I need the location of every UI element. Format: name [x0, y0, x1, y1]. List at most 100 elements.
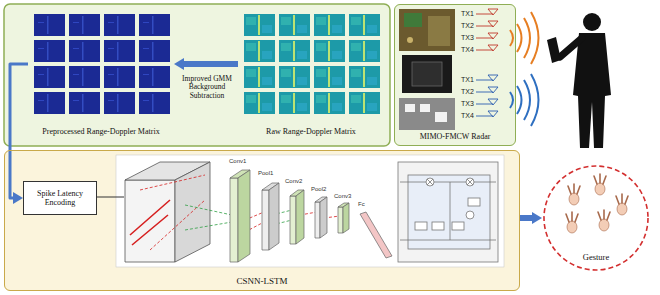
antenna-label: TX2	[461, 88, 474, 95]
hand-sketch	[598, 210, 610, 231]
process-box: Spike Latency Encoding	[23, 181, 97, 215]
lstm-cell	[432, 222, 444, 230]
hand-sketch	[568, 184, 580, 194]
panel-ground	[4, 4, 390, 146]
radar-board	[402, 55, 452, 93]
edge-label: Improved GMM Background Subtraction	[176, 74, 238, 101]
conv-layer	[269, 183, 279, 250]
projection-line	[185, 205, 232, 230]
gesture-label: Gesture	[583, 252, 609, 262]
conv-layer	[230, 178, 238, 262]
antenna-symbol	[476, 87, 498, 93]
radar-board	[407, 37, 413, 43]
flow-arrow	[10, 64, 28, 198]
hand-sketch	[616, 194, 628, 215]
radar-board	[399, 9, 455, 130]
conv-layer	[320, 197, 327, 238]
conv-layer	[262, 190, 269, 250]
range-doppler-grid	[242, 12, 382, 116]
hand-sketch	[599, 219, 609, 231]
antenna-label: TX4	[461, 46, 474, 53]
radar-wave	[510, 92, 513, 108]
hand-sketch	[595, 183, 605, 195]
input-volume	[125, 162, 210, 262]
lstm-cell	[400, 182, 496, 240]
box-label: Spike Latency Encoding	[28, 189, 92, 207]
radar-board	[435, 112, 447, 122]
hand-sketch	[566, 212, 578, 222]
range-doppler-grid	[32, 12, 382, 116]
flow-arrow	[520, 215, 532, 221]
layer-label: Conv2	[285, 178, 302, 184]
radar-wave	[531, 12, 539, 64]
layer-label: Pool1	[258, 170, 273, 176]
hand-sketch	[566, 212, 578, 233]
person-silhouette	[547, 13, 611, 148]
hand-sketch	[594, 174, 606, 184]
lstm-cell	[415, 222, 427, 230]
lstm-cell	[427, 179, 473, 185]
hand-sketch	[616, 194, 628, 204]
radar-board	[428, 16, 450, 46]
antenna-symbol	[476, 75, 498, 81]
conv-layer	[343, 203, 349, 233]
layer-label: Conv3	[334, 193, 351, 199]
person-silhouette	[560, 38, 582, 57]
antenna-symbol	[476, 9, 498, 117]
network-ground	[116, 155, 504, 267]
lstm-cell	[408, 175, 490, 249]
radar-board	[404, 13, 422, 27]
radar-wave	[524, 80, 530, 120]
conv-layer	[230, 170, 392, 262]
hand-sketch	[594, 174, 606, 195]
hand-sketch	[617, 203, 627, 215]
range-doppler-block: Raw Range-Doppler Matrix	[238, 8, 384, 140]
wire	[96, 197, 124, 198]
conv-layer	[315, 202, 320, 238]
radar-wave	[517, 24, 522, 52]
hand-sketch	[569, 193, 579, 205]
dashed-circle	[544, 166, 648, 270]
range-doppler-grid	[32, 12, 172, 116]
antenna-label: TX4	[461, 112, 474, 119]
radar-wave	[510, 12, 539, 126]
antenna-label: TX3	[461, 100, 474, 107]
layer-label: Fc	[358, 201, 365, 207]
antenna-label: TX1	[461, 10, 474, 17]
antenna-label: TX2	[461, 22, 474, 29]
flow-arrow	[184, 61, 238, 67]
radar-board	[420, 104, 430, 112]
panel-ground	[4, 4, 520, 291]
radar-wave	[510, 30, 513, 46]
caption: CSNN-LSTM	[236, 276, 287, 286]
radar-board	[399, 9, 455, 51]
caption: Preprocessed Range-Doppler Matrix	[42, 127, 159, 136]
radar-wave	[517, 86, 522, 114]
wire	[96, 197, 124, 198]
antenna-symbol	[476, 33, 498, 39]
radar-board	[405, 104, 415, 112]
conv-layer	[360, 212, 392, 258]
person-silhouette	[583, 13, 601, 31]
antenna-label: TX3	[461, 34, 474, 41]
lstm-cell	[452, 222, 464, 230]
gesture-circle: Gesture	[542, 164, 650, 272]
lstm-cell	[398, 162, 498, 262]
input-volume	[175, 162, 210, 262]
lstm-cell	[398, 162, 498, 262]
layer-label: Conv1	[229, 158, 246, 164]
antenna-symbol	[476, 99, 498, 105]
lstm-cell	[466, 211, 474, 219]
conv-layer	[296, 190, 304, 244]
radar-board	[412, 62, 442, 86]
panel-ground	[394, 4, 516, 146]
person-silhouette	[573, 33, 611, 148]
antenna-label: TX1	[461, 76, 474, 83]
antenna-symbol	[476, 111, 498, 117]
hand-sketch	[567, 221, 577, 233]
caption: MIMO-FMCW Radar	[420, 132, 491, 141]
radar-wave	[524, 18, 530, 58]
radar-board	[399, 98, 455, 130]
input-volume	[140, 175, 205, 250]
